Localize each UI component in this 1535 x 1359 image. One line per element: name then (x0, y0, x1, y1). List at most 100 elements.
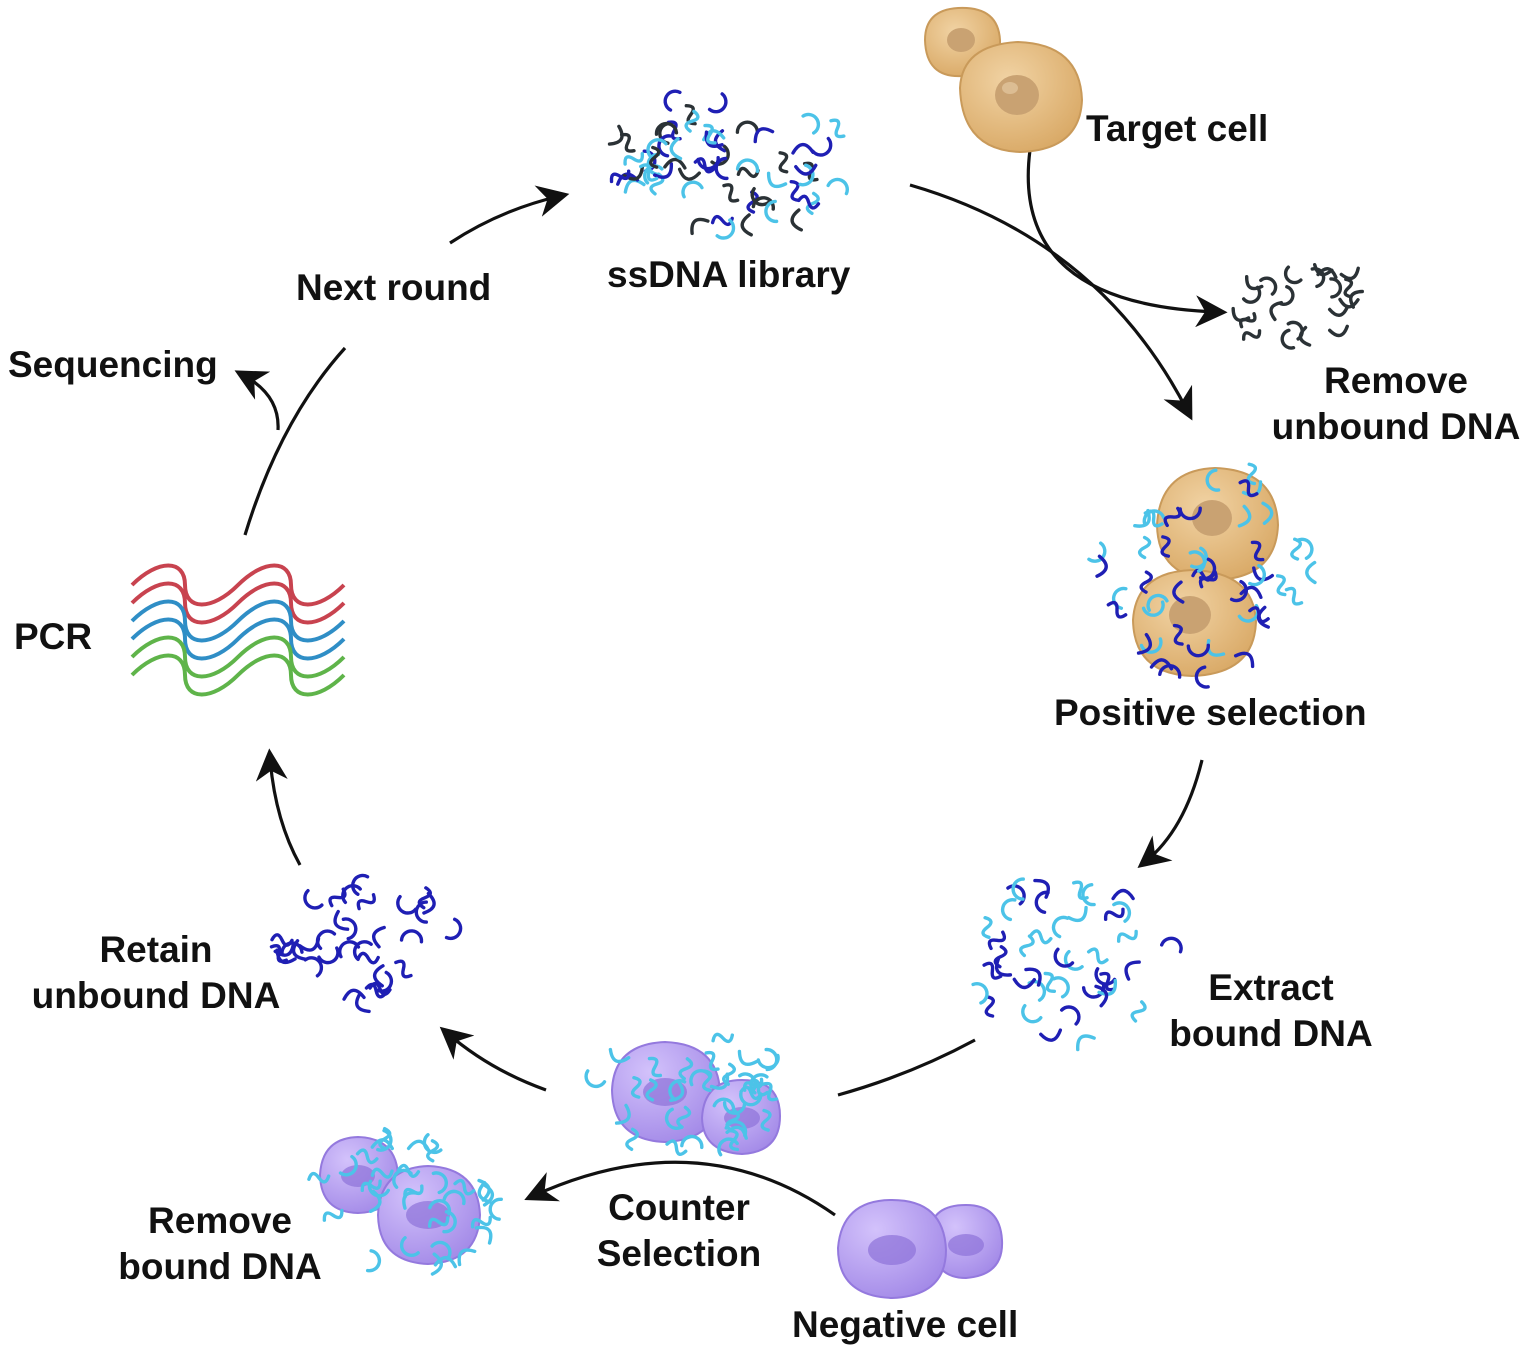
pcr-wave-strand (130, 581, 346, 625)
dna-fragment (668, 1079, 687, 1102)
dna-fragment (1238, 479, 1259, 498)
arrow-next-round-to-library (449, 185, 570, 245)
dna-fragment (653, 162, 674, 179)
remove-bound-line-1: Remove (148, 1200, 292, 1241)
negative-cell-label: Negative cell (792, 1304, 1019, 1345)
dna-fragment (1246, 462, 1258, 486)
dna-fragment (1158, 664, 1182, 679)
dna-fragment (328, 887, 347, 908)
dna-fragment (1021, 1003, 1043, 1024)
arrow-to-sequencing (234, 370, 280, 431)
dna-fragment (1024, 967, 1042, 987)
dna-fragment (342, 988, 366, 1001)
dna-fragment (584, 1069, 607, 1089)
pcr-wave-strand (130, 599, 346, 643)
dna-fragment (646, 138, 668, 158)
dna-fragment (422, 1133, 443, 1155)
dna-fragment (609, 169, 631, 184)
dna-fragment (1279, 285, 1295, 306)
dna-fragment (1172, 580, 1185, 604)
dna-fragment (1146, 593, 1169, 612)
dna-fragment (1328, 324, 1349, 338)
dna-fragment (1072, 880, 1089, 901)
dna-fragment (657, 134, 672, 158)
dna-fragment (693, 157, 716, 174)
dna-fragment (430, 1252, 443, 1276)
dna-fragment (1238, 312, 1257, 329)
dna-fragment (1137, 535, 1152, 560)
dna-fragment (1111, 888, 1135, 901)
dna-fragment (1280, 328, 1296, 350)
next-round-label: Next round (296, 267, 492, 308)
dna-fragment (430, 1240, 452, 1261)
dna-fragment (1186, 643, 1210, 658)
dna-fragment (1053, 947, 1075, 968)
dna-fragment (607, 124, 624, 146)
dna-fragment (680, 1134, 704, 1150)
dna-fragment (689, 1069, 712, 1087)
dna-fragment (722, 183, 740, 203)
pcr-wave-strand (130, 635, 346, 679)
target-cell-label: Target cell (1086, 108, 1269, 149)
dna-fragment (1244, 274, 1264, 291)
arrow-library-to-positive-selection (909, 183, 1193, 421)
dna-fragment (981, 915, 993, 940)
dna-fragment (376, 1128, 393, 1152)
dna-fragment (625, 1127, 640, 1151)
dna-fragment (360, 1179, 382, 1193)
dna-fragment (1106, 600, 1128, 619)
negative-cell-dna (584, 1032, 780, 1157)
dna-fragment (442, 1189, 466, 1206)
dna-fragment (746, 190, 759, 214)
dna-fragment (987, 930, 1007, 951)
remove-unbound-line-1: Remove (1324, 360, 1468, 401)
pcr-amplification-waves (130, 563, 346, 697)
dna-fragment (704, 130, 724, 148)
dna-fragment (1086, 947, 1109, 965)
dna-fragment (764, 199, 779, 224)
dna-fragment (1124, 960, 1141, 981)
dna-fragment (1241, 329, 1262, 341)
dna-fragment (1139, 570, 1153, 594)
dna-fragment (372, 925, 386, 949)
dna-fragment (341, 917, 358, 941)
dna-fragment (704, 1050, 720, 1072)
dna-fragment (1329, 277, 1343, 299)
pcr-wave-strand (130, 617, 346, 661)
bound-dna-on-negative-cells (307, 1127, 503, 1276)
dna-fragment (433, 1256, 458, 1269)
dna-fragment (370, 1167, 394, 1179)
pcr-wave-strand (130, 653, 346, 697)
dna-fragment (1275, 574, 1287, 597)
positive-selection-cells (1087, 462, 1317, 689)
remove-unbound-line-2: unbound DNA (1271, 406, 1521, 447)
dna-fragment (790, 208, 803, 232)
dna-fragment (417, 886, 432, 910)
dna-fragment (1190, 546, 1208, 569)
dna-fragment (735, 158, 760, 174)
dna-fragment (721, 1062, 737, 1086)
dna-fragment (811, 136, 833, 157)
counter-selection-label: Counter Selection (590, 1185, 768, 1277)
bound-dna-fragments (1087, 462, 1317, 689)
dna-fragment (677, 167, 701, 181)
dna-fragment (1283, 265, 1303, 285)
dna-fragment (681, 180, 704, 199)
dna-fragment (728, 1129, 740, 1152)
dna-fragment (1252, 566, 1275, 582)
arrow-target-cell-to-remove-unbound (1026, 149, 1228, 328)
dna-fragment (739, 1091, 763, 1107)
dna-fragment (1034, 890, 1050, 914)
sequencing-label: Sequencing (8, 344, 218, 385)
dna-fragment (1339, 266, 1360, 281)
dna-fragment (791, 142, 815, 155)
dna-fragment (736, 166, 760, 179)
dna-fragment (1133, 508, 1151, 528)
dna-fragment (1250, 540, 1265, 562)
dna-fragment (753, 127, 775, 144)
dna-fragment (623, 152, 645, 166)
remove-bound-line-2: bound DNA (118, 1246, 322, 1287)
dna-fragment (275, 948, 297, 965)
dna-fragment (1172, 623, 1184, 646)
